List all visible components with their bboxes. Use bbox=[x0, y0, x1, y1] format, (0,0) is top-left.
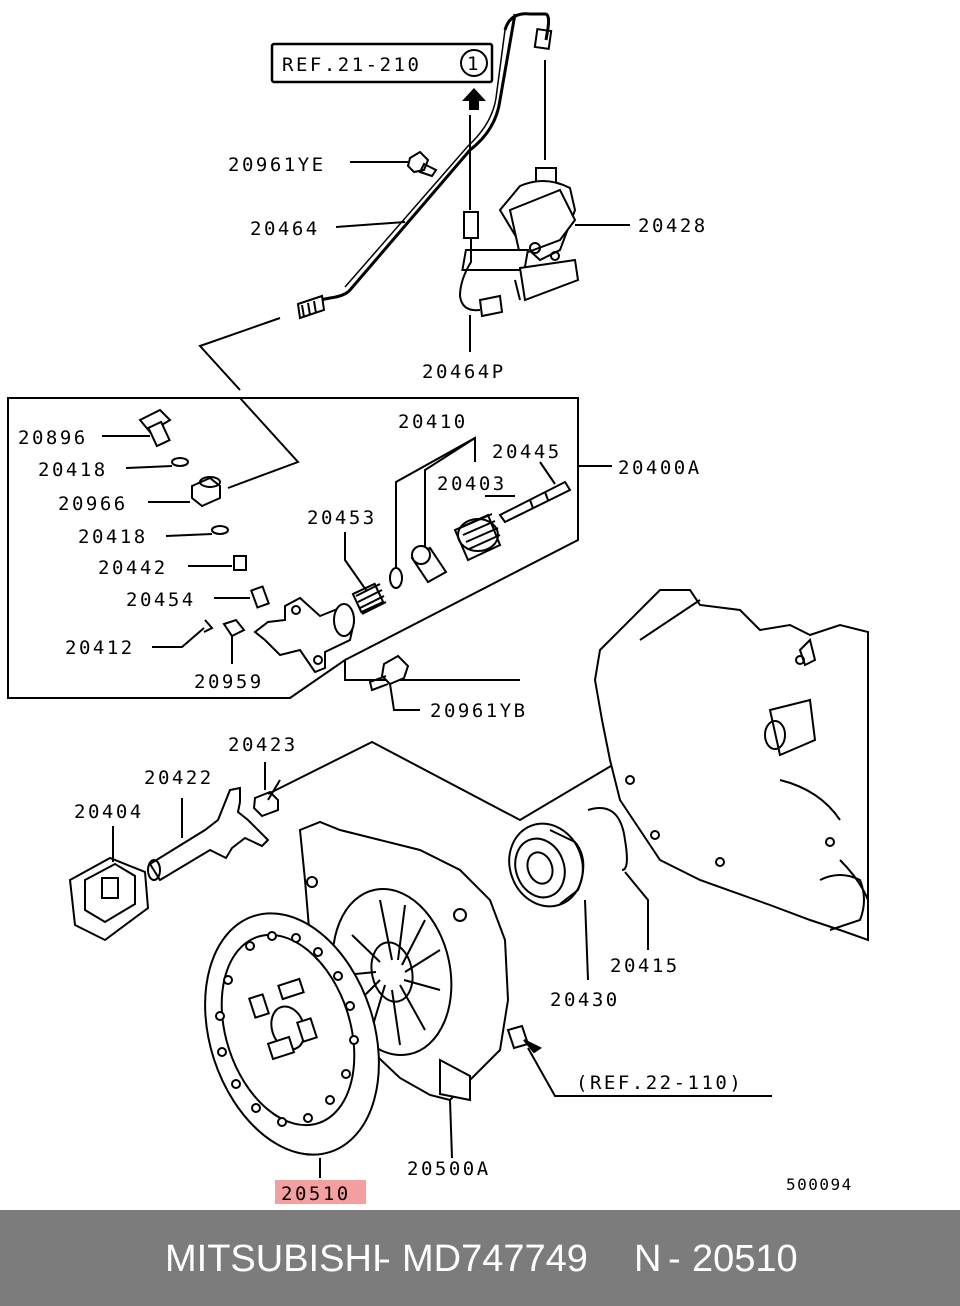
fork-boot-20404 bbox=[68, 826, 150, 942]
footer-brand: MITSUBISHI bbox=[165, 1238, 383, 1280]
footer-separator-1: - bbox=[378, 1238, 391, 1280]
bleeder-bolt-20896 bbox=[102, 408, 172, 448]
ref-circle-number: 1 bbox=[467, 53, 481, 75]
footer-ref-number: 20510 bbox=[692, 1238, 798, 1280]
cup-20410 bbox=[389, 436, 476, 589]
clip-20412 bbox=[152, 619, 214, 648]
washer-20418-a bbox=[171, 457, 189, 467]
label-20423: 20423 bbox=[228, 734, 298, 756]
connector-line-upper bbox=[198, 317, 281, 391]
release-cylinder-body bbox=[253, 596, 356, 674]
footer-part-number: MD747749 bbox=[402, 1238, 588, 1280]
label-20430: 20430 bbox=[550, 989, 620, 1011]
footer-bar: MITSUBISHI - MD747749 N - 20510 bbox=[0, 1210, 960, 1306]
label-20445: 20445 bbox=[492, 441, 562, 463]
kit-box-20400a bbox=[7, 397, 612, 699]
label-20418-a: 20418 bbox=[38, 459, 108, 481]
label-20418-b: 20418 bbox=[78, 526, 148, 548]
spring-20453 bbox=[344, 532, 387, 615]
label-20961ye: 20961YE bbox=[228, 154, 326, 176]
dowel-pin bbox=[506, 1024, 772, 1097]
label-ref-22-110: (REF.22-110) bbox=[576, 1072, 743, 1094]
boot bbox=[453, 495, 515, 562]
arrow-head-icon bbox=[523, 1039, 542, 1054]
label-20422: 20422 bbox=[144, 767, 214, 789]
label-20464p: 20464P bbox=[422, 361, 506, 383]
up-arrow-icon bbox=[462, 88, 486, 110]
label-20404: 20404 bbox=[74, 801, 144, 823]
nut-20442 bbox=[188, 555, 247, 571]
label-20966: 20966 bbox=[58, 493, 128, 515]
label-20403: 20403 bbox=[437, 473, 507, 495]
clutch-disc-20510 bbox=[204, 912, 380, 1178]
pushrod-20445 bbox=[498, 461, 572, 524]
master-cylinder-20428 bbox=[461, 60, 630, 302]
footer-separator-2: - bbox=[668, 1238, 681, 1280]
fitting-20959 bbox=[222, 618, 246, 664]
label-20400a: 20400A bbox=[618, 457, 702, 479]
release-bearing-20430 bbox=[508, 822, 589, 981]
diagram-number: 500094 bbox=[786, 1175, 853, 1194]
transmission-housing bbox=[593, 589, 869, 942]
bolt-20961ye bbox=[406, 150, 438, 178]
parts-diagram: REF.21-210 1 bbox=[7, 12, 869, 1205]
footer-prefix: N bbox=[634, 1238, 662, 1280]
highlight-20510 bbox=[275, 1180, 366, 1204]
clip-20415 bbox=[587, 807, 649, 950]
label-20510: 20510 bbox=[281, 1183, 351, 1205]
label-20412: 20412 bbox=[65, 637, 135, 659]
washer-20418-b bbox=[211, 525, 229, 535]
label-20454: 20454 bbox=[126, 589, 196, 611]
clutch-pipe-20464 bbox=[296, 12, 553, 320]
label-20410: 20410 bbox=[398, 411, 468, 433]
release-fork-20422 bbox=[147, 786, 270, 882]
label-20961yb: 20961YB bbox=[430, 700, 528, 722]
bolt-20961yb bbox=[368, 654, 420, 711]
label-20464: 20464 bbox=[250, 218, 320, 240]
label-20896: 20896 bbox=[18, 427, 88, 449]
ref-21-210-callout: REF.21-210 1 bbox=[270, 42, 494, 110]
leader-20464 bbox=[335, 221, 406, 228]
union-20966 bbox=[148, 476, 221, 508]
label-20959: 20959 bbox=[194, 671, 264, 693]
label-20428: 20428 bbox=[638, 215, 708, 237]
ref-21-210-label: REF.21-210 bbox=[282, 54, 421, 76]
piston-20403 bbox=[410, 545, 448, 584]
label-20453: 20453 bbox=[307, 507, 377, 529]
label-20442: 20442 bbox=[98, 557, 168, 579]
label-20415: 20415 bbox=[610, 955, 680, 977]
label-20500a: 20500A bbox=[407, 1158, 491, 1180]
clutch-hose-20464p bbox=[458, 115, 504, 352]
bleeder-20454 bbox=[214, 585, 270, 609]
